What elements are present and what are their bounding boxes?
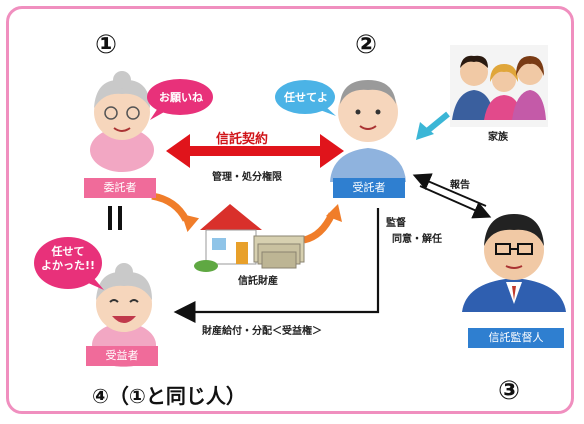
beneficiary-speech-bubble-icon (34, 237, 104, 290)
report-supervision-arrows-icon (412, 173, 492, 219)
family-figures-icon (450, 45, 548, 127)
supervisor-figure-icon (462, 214, 566, 312)
family-label: 家族 (488, 132, 508, 143)
trustee-bubble-text: 任せてよ (284, 91, 328, 104)
trustee-figure-icon (330, 80, 406, 182)
benefit-label: 財産給付・分配＜受益権＞ (202, 326, 322, 337)
settlor-figure-icon (90, 71, 154, 172)
settlor-bubble-text: お願いね (159, 91, 203, 104)
trustee-speech-bubble-icon (275, 80, 336, 116)
number-2: ② (355, 30, 378, 60)
trustee-label: 受託者 (333, 178, 405, 198)
family-arrow-icon (416, 111, 450, 140)
settlor-speech-bubble-icon (147, 79, 213, 120)
supervisor-label: 信託監督人 (468, 328, 564, 348)
number-1: ① (95, 30, 118, 60)
report-label: 報告 (450, 180, 470, 191)
contract-label: 信託契約 (216, 132, 269, 147)
benefit-distribution-arrow-icon (173, 208, 380, 323)
settlor-label: 委託者 (84, 178, 156, 198)
contract-double-arrow-icon (166, 134, 344, 168)
same-person-equals-icon (108, 206, 122, 230)
trust-property-icon (194, 204, 305, 272)
beneficiary-bubble-text: 任せて よかった!! (40, 245, 96, 272)
beneficiary-label: 受益者 (86, 346, 158, 366)
same-person-caption: ④（①と同じ人） (92, 384, 246, 408)
trust-property-label: 信託財産 (238, 276, 278, 287)
supervision-label-2: 同意・解任 (392, 234, 442, 245)
number-3: ③ (498, 376, 521, 406)
authority-label: 管理・処分権限 (212, 172, 282, 183)
supervision-label-1: 監督 (386, 218, 406, 229)
